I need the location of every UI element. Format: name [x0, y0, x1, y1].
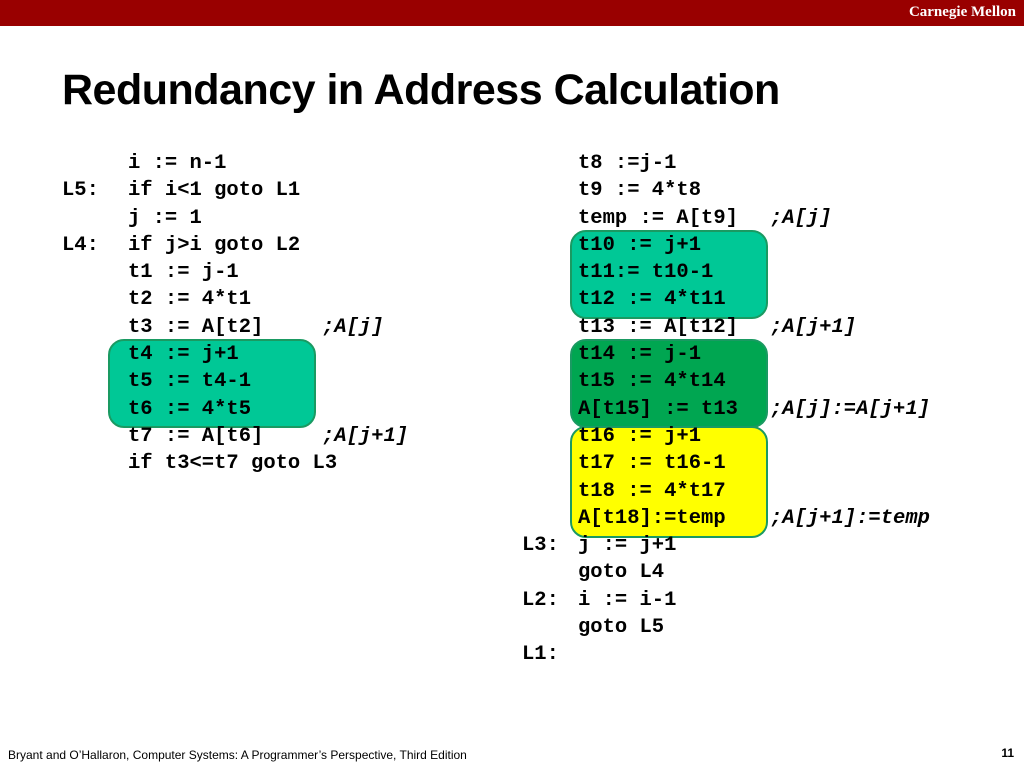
code-statement: t13 := A[t12] [578, 315, 738, 339]
code-statement: t10 := j+1 [578, 233, 702, 257]
code-line: t14 := j-1 [522, 341, 930, 368]
code-statement: goto L5 [578, 616, 665, 640]
highlight-right-t10-t12 [570, 230, 768, 319]
code-comment: ;A[j+1] [322, 424, 409, 448]
code-line: t12 := 4*t11 [522, 286, 930, 313]
code-line: t5 := t4-1 [62, 368, 408, 395]
code-line: t2 := 4*t1 [62, 286, 408, 313]
code-label: L5: [62, 179, 99, 203]
code-statement: t11:= t10-1 [578, 261, 714, 285]
code-line: t1 := j-1 [62, 259, 408, 286]
code-line: L2: i := i-1 [522, 587, 930, 614]
page-number: 11 [1001, 746, 1014, 760]
brand-label: Carnegie Mellon [908, 4, 1016, 20]
code-statement: j := j+1 [578, 534, 677, 558]
code-label: L4: [62, 233, 99, 257]
code-line: t6 := 4*t5 [62, 396, 408, 423]
code-statement: i := n-1 [128, 152, 227, 175]
code-line: L3: j := j+1 [522, 532, 930, 559]
code-statement: t6 := 4*t5 [128, 397, 252, 421]
code-label: L3: [522, 534, 559, 558]
code-line: t17 := t16-1 [522, 450, 930, 477]
slide-title: Redundancy in Address Calculation [62, 66, 780, 114]
code-line: t3 := A[t2] ;A[j] [62, 314, 408, 341]
code-line: goto L4 [522, 559, 930, 586]
code-line: goto L5 [522, 614, 930, 641]
code-comment: ;A[j+1] [770, 315, 857, 339]
code-line: L5: if i<1 goto L1 [62, 177, 408, 204]
code-statement: t15 := 4*t14 [578, 370, 726, 394]
code-statement: t1 := j-1 [128, 261, 239, 285]
top-bar: Carnegie Mellon [0, 0, 1024, 26]
code-line: j := 1 [62, 205, 408, 232]
code-statement: t2 := 4*t1 [128, 288, 252, 312]
code-comment: ;A[j] [322, 315, 384, 339]
code-statement: t7 := A[t6] [128, 424, 264, 448]
code-line: L4: if j>i goto L2 [62, 232, 408, 259]
code-line: t8 :=j-1 [522, 150, 930, 177]
code-statement: t5 := t4-1 [128, 370, 252, 394]
code-statement: t14 := j-1 [578, 343, 702, 367]
code-statement: t8 :=j-1 [578, 152, 677, 175]
code-statement: A[t18]:=temp [578, 506, 726, 530]
highlight-right-t16-t18 [570, 426, 768, 538]
code-statement: A[t15] := t13 [578, 397, 738, 421]
code-statement: goto L4 [578, 561, 665, 585]
code-statement: temp := A[t9] [578, 206, 738, 230]
code-line: if t3<=t7 goto L3 [62, 450, 408, 477]
code-line: t10 := j+1 [522, 232, 930, 259]
code-statement: t16 := j+1 [578, 424, 702, 448]
highlight-left-t4-t6 [108, 339, 316, 428]
code-statement: if j>i goto L2 [128, 233, 301, 257]
code-comment: ;A[j]:=A[j+1] [770, 397, 930, 421]
code-statement: i := i-1 [578, 588, 677, 612]
code-comment: ;A[j+1]:=temp [770, 506, 930, 530]
code-line: t13 := A[t12] ;A[j+1] [522, 314, 930, 341]
code-line: i := n-1 [62, 150, 408, 177]
code-line: temp := A[t9] ;A[j] [522, 205, 930, 232]
code-statement: t9 := 4*t8 [578, 179, 702, 203]
code-line: t11:= t10-1 [522, 259, 930, 286]
code-line: A[t18]:=temp ;A[j+1]:=temp [522, 505, 930, 532]
code-line: t9 := 4*t8 [522, 177, 930, 204]
code-statement: t3 := A[t2] [128, 315, 264, 339]
code-line: t18 := 4*t17 [522, 478, 930, 505]
right-code-block: t8 :=j-1 t9 := 4*t8 temp := A[t9] ;A[j] t10 … [522, 150, 930, 669]
code-statement: if t3<=t7 goto L3 [128, 452, 338, 476]
code-line: t7 := A[t6] ;A[j+1] [62, 423, 408, 450]
code-label: L1: [522, 643, 559, 667]
code-line: t15 := 4*t14 [522, 368, 930, 395]
code-line: t16 := j+1 [522, 423, 930, 450]
code-line: A[t15] := t13 ;A[j]:=A[j+1] [522, 396, 930, 423]
footer-citation: Bryant and O’Hallaron, Computer Systems:… [8, 748, 467, 762]
code-statement: t18 := 4*t17 [578, 479, 726, 503]
code-statement: t12 := 4*t11 [578, 288, 726, 312]
code-statement: t17 := t16-1 [578, 452, 726, 476]
code-statement: j := 1 [128, 206, 202, 230]
code-line: L1: [522, 641, 930, 668]
code-statement: t4 := j+1 [128, 343, 239, 367]
code-comment: ;A[j] [770, 206, 832, 230]
code-label: L2: [522, 588, 559, 612]
code-statement: if i<1 goto L1 [128, 179, 301, 203]
code-line: t4 := j+1 [62, 341, 408, 368]
